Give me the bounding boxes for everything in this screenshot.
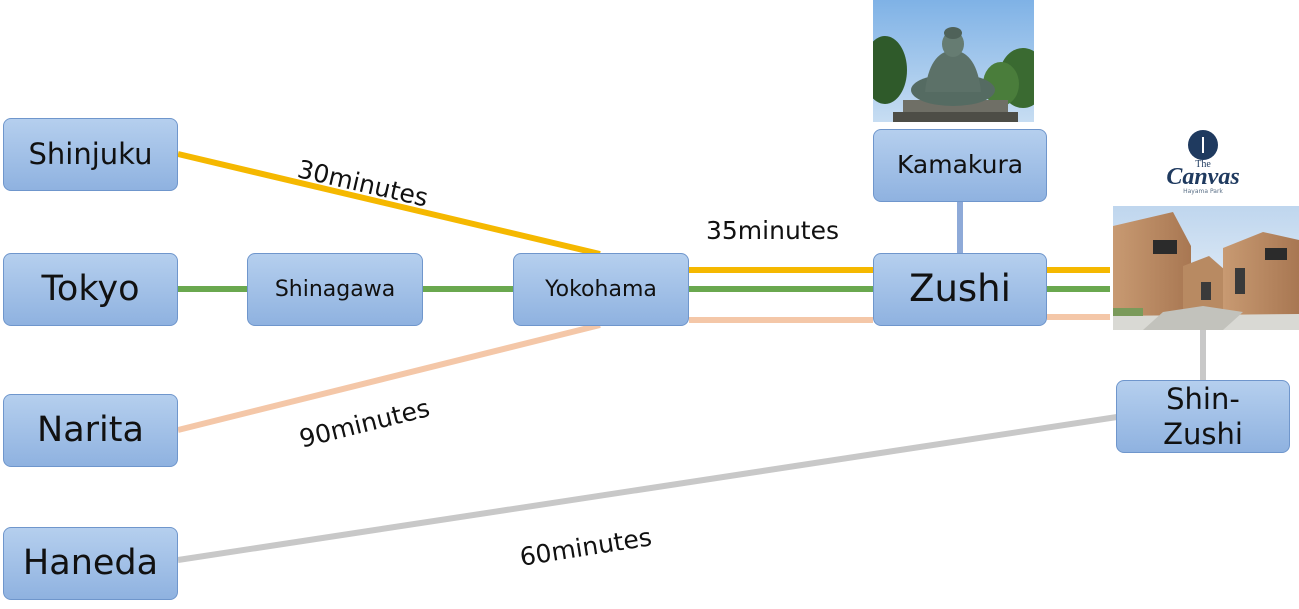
station-shinjuku: Shinjuku	[3, 118, 178, 191]
station-haneda-label: Haneda	[22, 543, 159, 584]
logo-sub: Hayama Park	[1183, 188, 1223, 195]
station-narita: Narita	[3, 394, 178, 467]
station-shinjuku-label: Shinjuku	[28, 136, 153, 171]
the-canvas-building-photo	[1113, 206, 1299, 330]
logo-name: Canvas	[1166, 164, 1240, 190]
station-zushi-label: Zushi	[909, 267, 1011, 311]
station-shin-zushi: Shin- Zushi	[1116, 380, 1290, 453]
the-canvas-logo: The Canvas Hayama Park	[1150, 130, 1256, 200]
station-haneda: Haneda	[3, 527, 178, 600]
station-tokyo-label: Tokyo	[41, 269, 140, 310]
station-shinagawa-label: Shinagawa	[274, 276, 396, 302]
station-tokyo: Tokyo	[3, 253, 178, 326]
line-shinjuku-yokohama	[177, 151, 601, 257]
line-narita-yokohama	[177, 322, 601, 433]
station-kamakura-label: Kamakura	[896, 150, 1024, 180]
line-haneda-shinzushi	[177, 414, 1118, 563]
station-shin-zushi-label: Shin- Zushi	[1163, 381, 1243, 451]
kamakura-buddha-photo	[873, 0, 1034, 122]
duration-yokohama-zushi: 35minutes	[706, 216, 840, 245]
station-yokohama: Yokohama	[513, 253, 689, 326]
logo-the: The	[1195, 159, 1211, 170]
station-narita-label: Narita	[37, 410, 144, 451]
station-zushi: Zushi	[873, 253, 1047, 326]
station-yokohama-label: Yokohama	[545, 276, 657, 302]
station-shinagawa: Shinagawa	[247, 253, 423, 326]
logo-emblem-icon	[1188, 130, 1218, 160]
station-kamakura: Kamakura	[873, 129, 1047, 202]
